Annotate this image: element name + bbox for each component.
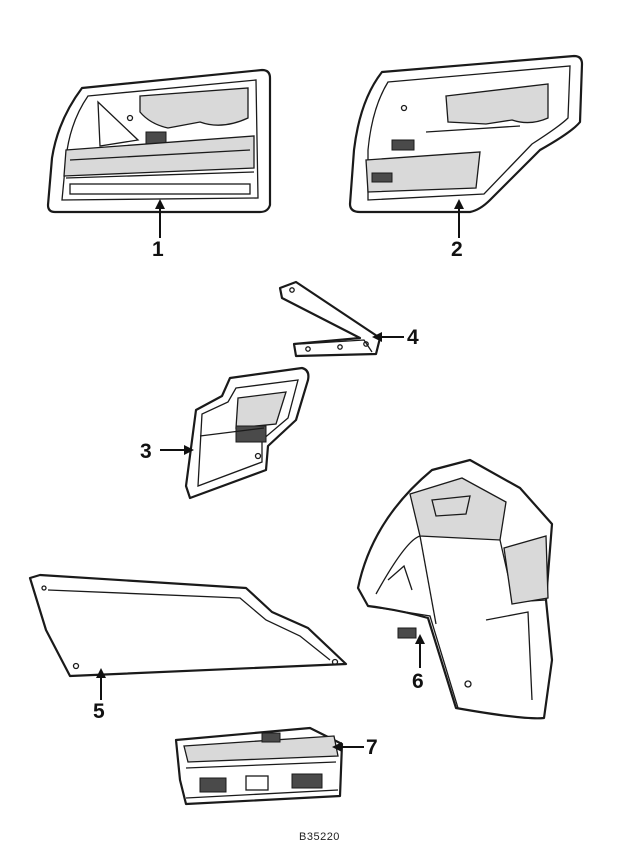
callout-4-label: 4 — [407, 326, 419, 349]
callout-1-label: 1 — [152, 238, 164, 261]
callout-6-label: 6 — [412, 670, 424, 693]
callout-2-label: 2 — [451, 238, 463, 261]
callout-3-label: 3 — [140, 440, 152, 463]
callout-7: 7 — [332, 736, 378, 759]
callout-5-label: 5 — [93, 700, 105, 723]
part-5-floor-panel — [28, 573, 348, 678]
callout-6: 6 — [412, 634, 425, 693]
diagram-reference-code: B35220 — [299, 831, 340, 843]
part-2-rear-door-trim-panel — [348, 54, 584, 214]
callout-2: 2 — [451, 199, 464, 261]
callout-3: 3 — [140, 440, 194, 463]
part-7-rear-sill-trim — [174, 726, 344, 806]
callout-7-label: 7 — [366, 736, 378, 759]
callout-5: 5 — [93, 668, 106, 723]
callout-1: 1 — [152, 199, 165, 261]
part-3-quarter-trim-panel — [184, 366, 310, 500]
part-4-bracket — [278, 280, 382, 358]
callout-4: 4 — [372, 326, 419, 349]
part-6-trunk-side-trim — [356, 458, 554, 720]
part-1-front-door-trim-panel — [46, 68, 272, 214]
